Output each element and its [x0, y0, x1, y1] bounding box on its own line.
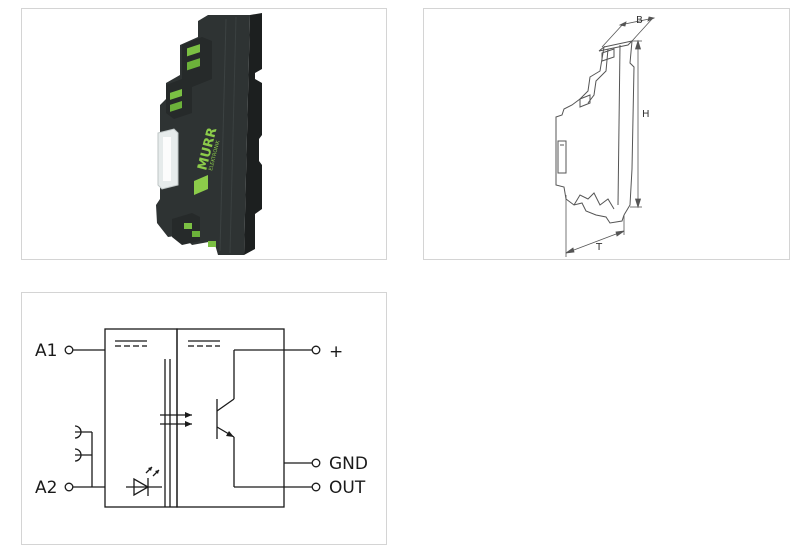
transistor	[216, 349, 312, 488]
optical-arrowhead	[185, 421, 192, 427]
label-a2: A2	[35, 478, 57, 498]
housing-outline	[555, 40, 635, 224]
label-gnd: GND	[329, 454, 368, 474]
circuit-schematic-panel: A1 A2 + GND OUT	[21, 292, 387, 545]
terminal-green-6	[192, 231, 200, 237]
terminal-gnd	[311, 458, 321, 468]
terminal-a1	[64, 345, 74, 355]
terminal-green-7	[208, 241, 216, 247]
label-out: OUT	[329, 478, 366, 498]
dimension-drawing: B H T	[555, 15, 656, 257]
dc-symbol-output	[188, 340, 220, 347]
terminal-a2	[64, 482, 74, 492]
circuit-schematic: A1 A2 + GND OUT	[35, 328, 368, 508]
product-photo: MURR ELEKTRONIK	[156, 13, 262, 255]
led-window-highlight	[163, 137, 171, 181]
dimension-h	[630, 39, 642, 209]
optical-arrowhead	[185, 412, 192, 418]
terminal-green-5	[184, 223, 192, 229]
output-module-box	[176, 328, 285, 508]
led-arrowhead	[155, 470, 159, 474]
housing-side	[244, 13, 262, 255]
terminal-green-1	[187, 44, 200, 57]
housing-front	[156, 15, 250, 255]
terminal-green-2	[187, 58, 200, 71]
bridge-connector	[74, 425, 93, 487]
label-a1: A1	[35, 341, 57, 361]
product-photo-panel: MURR ELEKTRONIK	[21, 8, 387, 260]
dimension-t	[565, 195, 625, 257]
dim-h-label: H	[642, 109, 650, 120]
terminal-green-3	[170, 89, 182, 100]
terminal-plus	[311, 345, 321, 355]
emitter-arrowhead	[226, 431, 234, 437]
terminal-out	[311, 482, 321, 492]
dimension-b	[601, 16, 656, 48]
led-arrowhead	[148, 467, 152, 471]
label-plus: +	[329, 342, 343, 362]
ridge-line	[219, 18, 227, 252]
dim-b-label: B	[636, 15, 643, 26]
dc-symbol-input	[115, 340, 147, 347]
middle-terminal	[166, 79, 192, 119]
terminal-green-4	[170, 101, 182, 112]
dim-t-label: T	[595, 242, 603, 253]
input-module-box	[104, 328, 178, 508]
ridge-line	[229, 16, 237, 254]
dimension-drawing-panel: B H T	[423, 8, 790, 260]
brand-logo-mark	[194, 175, 208, 195]
